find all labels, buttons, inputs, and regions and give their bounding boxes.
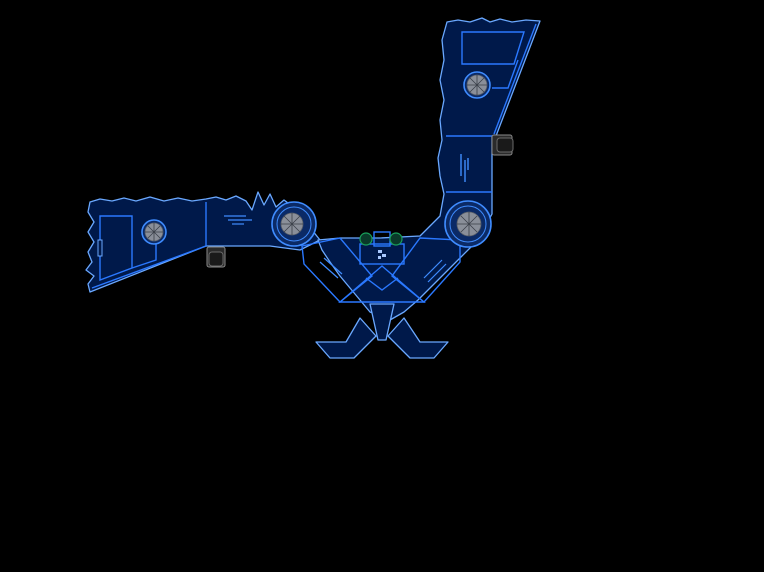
left-junction-fan-icon[interactable] <box>271 201 317 247</box>
left-leg <box>315 317 377 359</box>
right-leg <box>387 317 449 359</box>
left-airlock-hatch-icon[interactable] <box>206 246 226 268</box>
left-wing-hull <box>85 191 321 293</box>
right-corridor-console-icon[interactable] <box>423 259 447 283</box>
left-wing-fan-icon[interactable] <box>141 219 167 245</box>
left-wing-edge <box>91 245 207 289</box>
center-triangle-room <box>338 265 426 303</box>
right-sensor-icon[interactable] <box>389 232 403 246</box>
console-icon[interactable] <box>378 250 386 259</box>
left-corridor-console-icon[interactable] <box>319 257 343 279</box>
left-door[interactable] <box>97 239 103 257</box>
tower-outer-edge <box>493 23 537 135</box>
right-junction-fan-icon[interactable] <box>444 200 492 248</box>
left-room-wall <box>131 244 157 269</box>
center-inner-wall <box>365 277 399 291</box>
control-pod <box>359 243 405 265</box>
lower-strut <box>369 303 395 341</box>
tower-upper-room <box>461 31 525 65</box>
tower-console-icon[interactable] <box>460 154 469 182</box>
tower-top-fan-icon[interactable] <box>463 71 491 99</box>
right-airlock-hatch-icon[interactable] <box>491 134 514 156</box>
tower-upper-room-wall <box>492 59 519 89</box>
left-console-icon[interactable] <box>224 215 252 225</box>
left-sensor-icon[interactable] <box>359 232 373 246</box>
